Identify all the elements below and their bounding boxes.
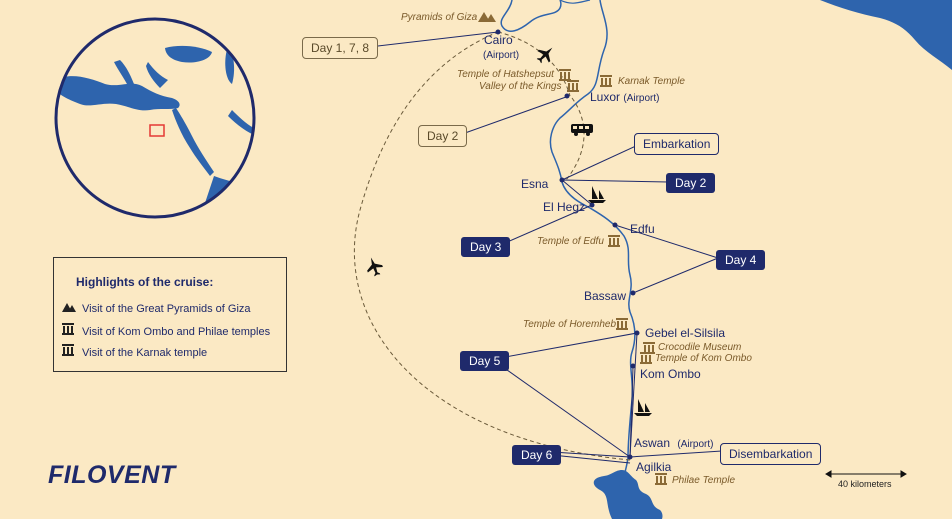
city-gebel: Gebel el-Silsila [645,326,726,340]
temple-icon [616,318,628,330]
city-dots [495,29,640,460]
callout-day-3: Day 3 [461,237,511,257]
city-el-hegz: El Hegz [543,200,586,214]
callout-disembarkation: Disembarkation [720,443,822,465]
city-kom-ombo: Kom Ombo [640,367,701,381]
site-horemheb: Temple of Horemheb [523,319,617,330]
airplane-icon [536,47,553,64]
callout-day-6: Day 6 [512,445,562,465]
site-kom-ombo-temple: Temple of Kom Ombo [655,353,752,364]
leader-lines [377,31,723,464]
temple-icon [600,75,612,87]
city-cairo: Cairo (Airport) [483,33,520,63]
temple-icons [559,69,667,485]
city-aswan: Aswan (Airport) [634,436,714,452]
site-valley: Valley of the Kings [479,81,562,92]
callout-day-2-left: Day 2 [418,125,468,147]
brand-logo: FILOVENT [48,461,176,489]
site-crocodile: Crocodile Museum [658,342,742,353]
site-edfu-temple: Temple of Edfu [537,236,604,247]
callout-embarkation: Embarkation [634,133,720,155]
pyramid-icon [478,12,496,22]
lake-nasser [593,470,663,519]
legend-item: Visit of Kom Ombo and Philae temples [62,323,270,338]
temple-icon [567,80,579,92]
site-karnak: Karnak Temple [618,76,685,87]
temple-icon [640,352,652,364]
city-note: (Airport) [483,50,520,61]
inset-highlight-box [149,124,165,137]
legend-item-label: Visit of Kom Ombo and Philae temples [82,326,271,338]
city-luxor: Luxor (Airport) [590,90,660,106]
temple-icon [559,69,571,81]
city-esna: Esna [521,177,549,191]
city-name: Aswan [634,436,671,450]
city-edfu: Edfu [630,222,655,236]
temple-icon [62,344,76,359]
site-philae: Philae Temple [672,475,736,486]
callout-day-4: Day 4 [716,250,766,270]
temple-icon [655,473,667,485]
city-bassaw: Bassaw [584,289,627,303]
bus-icon [571,124,593,136]
callout-day-2-right: Day 2 [666,173,716,193]
temple-icon [608,235,620,247]
callout-day-5: Day 5 [460,351,510,371]
legend-item-label: Visit of the Karnak temple [82,347,208,359]
legend-item: Visit of the Karnak temple [62,344,207,359]
site-hatshepsut: Temple of Hatshepsut [457,69,554,80]
callout-day-1-7-8: Day 1, 7, 8 [302,37,379,59]
inset-globe [54,17,256,219]
site-pyramids: Pyramids of Giza [401,12,478,23]
legend-title: Highlights of the cruise: [76,275,214,289]
scale-label: 40 kilometers [838,479,892,489]
legend-item-label: Visit of the Great Pyramids of Giza [82,303,251,315]
flight-route [353,31,631,461]
city-name: Cairo [484,33,513,47]
felucca-icon [634,399,652,416]
felucca-icon [588,186,606,203]
pyramid-icon [62,302,76,315]
city-agilkia: Agilkia [636,460,672,474]
city-note: (Airport) [623,93,660,104]
legend-item: Visit of the Great Pyramids of Giza [62,302,251,315]
airplane-icon [367,257,383,277]
red-sea [820,0,952,70]
legend: Highlights of the cruise: Visit of the G… [53,257,287,372]
road-route [565,97,585,181]
city-name: Luxor [590,90,621,104]
temple-icon [62,323,76,338]
scale-bar [825,470,907,478]
city-note: (Airport) [677,439,714,450]
